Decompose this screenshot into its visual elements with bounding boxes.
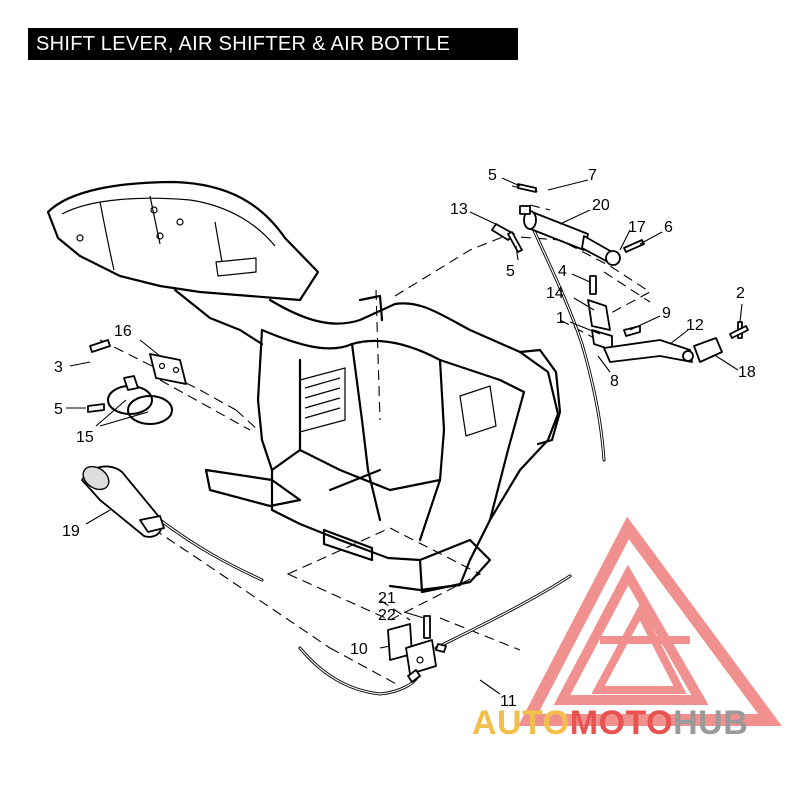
part-label: 22 xyxy=(378,607,396,624)
shift-lever xyxy=(603,337,723,363)
part-label: 16 xyxy=(114,323,132,340)
part-label: 1 xyxy=(556,310,565,327)
part-label: 21 xyxy=(378,590,396,607)
part-label: 18 xyxy=(738,364,756,381)
part-label: 2 xyxy=(736,285,745,302)
air-bottle xyxy=(81,465,165,538)
valve-bracket xyxy=(387,615,447,683)
part-label: 6 xyxy=(664,219,673,236)
part-label: 10 xyxy=(350,641,368,658)
watermark-text: AUTOMOTOHUB xyxy=(472,702,792,744)
part-label: 15 xyxy=(76,429,94,446)
part-label: 20 xyxy=(592,197,610,214)
part-label: 8 xyxy=(610,373,619,390)
part-label: 11 xyxy=(500,693,517,710)
assembly-guide-lines xyxy=(99,185,652,687)
part-label: 3 xyxy=(54,359,63,376)
page-title: SHIFT LEVER, AIR SHIFTER & AIR BOTTLE xyxy=(28,28,518,60)
shifter-fasteners xyxy=(491,183,749,351)
part-label: 17 xyxy=(628,219,646,236)
part-number-labels: 1 2 3 4 5 5 5 6 7 8 9 10 11 12 13 14 15 … xyxy=(54,167,756,710)
part-label: 9 xyxy=(662,305,671,322)
air-shifter-cylinder xyxy=(519,205,621,266)
part-label: 5 xyxy=(506,263,515,280)
part-label: 5 xyxy=(54,401,63,418)
air-line-cable xyxy=(158,224,606,696)
bottle-clamps xyxy=(87,339,187,425)
watermark-auto: AUTO xyxy=(472,704,570,742)
watermark-hub: HUB xyxy=(673,704,749,742)
part-label: 5 xyxy=(488,167,497,184)
part-label: 14 xyxy=(546,285,564,302)
part-label: 13 xyxy=(450,201,468,218)
watermark-moto: MOTO xyxy=(569,704,674,742)
part-label: 19 xyxy=(62,523,80,540)
seat-fender-assembly xyxy=(46,180,320,346)
part-label: 12 xyxy=(686,317,704,334)
leader-lines xyxy=(66,177,743,695)
watermark-logo xyxy=(518,516,782,726)
motorcycle-frame xyxy=(204,294,562,594)
part-label: 7 xyxy=(588,167,597,184)
part-label: 4 xyxy=(558,263,567,280)
